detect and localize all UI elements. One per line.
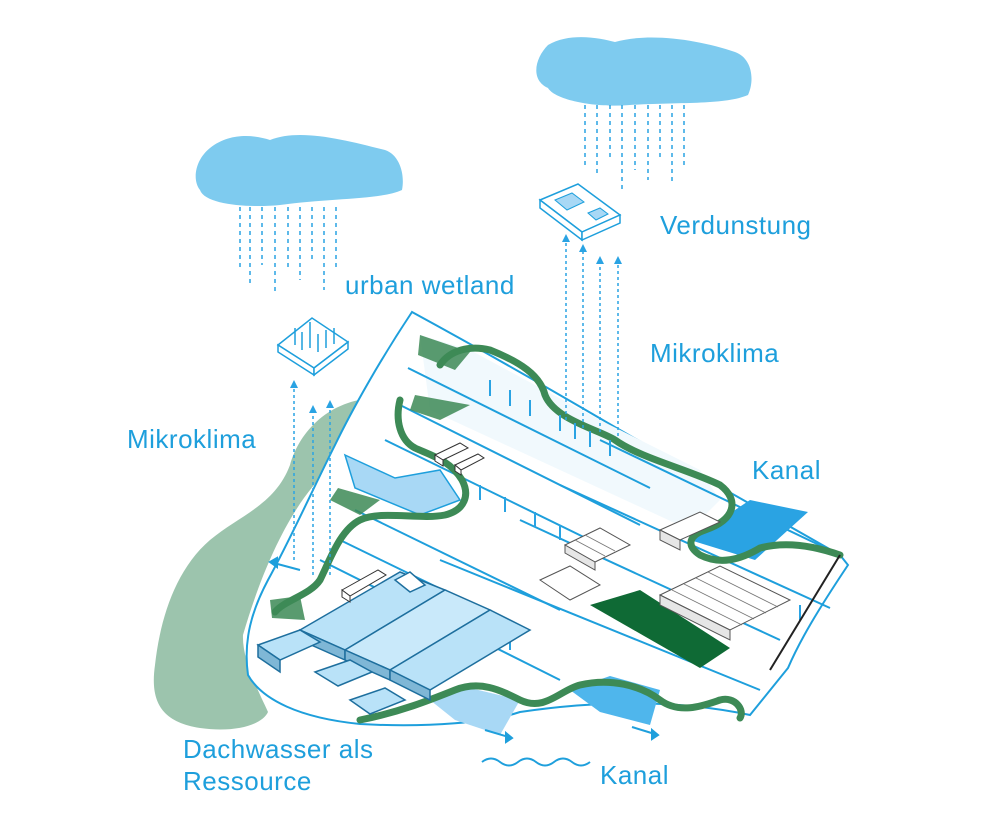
rain-right bbox=[584, 105, 685, 190]
label-dachwasser-line2: Ressource bbox=[183, 766, 312, 796]
cloud-right-icon bbox=[536, 37, 752, 106]
hall-roof-lines bbox=[574, 534, 779, 626]
arrowheads-left bbox=[290, 380, 334, 413]
wetland-box-icon bbox=[276, 317, 350, 377]
wetland-reeds bbox=[294, 322, 335, 352]
upper-field bbox=[420, 335, 720, 530]
industrial-halls bbox=[538, 511, 792, 641]
rain-left bbox=[239, 207, 337, 295]
evaporation-arrows-left bbox=[293, 385, 331, 575]
arrowheads-right bbox=[562, 234, 622, 264]
label-urban-wetland: urban wetland bbox=[345, 270, 515, 300]
site-edge-line bbox=[769, 554, 841, 671]
green-corridor-middle bbox=[271, 396, 470, 616]
green-patches bbox=[270, 335, 470, 620]
green-corridor-upper bbox=[436, 344, 844, 564]
wave-icon bbox=[481, 757, 591, 767]
evaporation-pools bbox=[554, 192, 609, 221]
street-lines bbox=[319, 367, 841, 691]
roof-buildings bbox=[256, 571, 532, 715]
vegetation-hill bbox=[153, 398, 390, 730]
green-corridor-lower bbox=[356, 678, 745, 724]
cloud-left-icon bbox=[195, 134, 403, 207]
evaporation-arrows-right bbox=[565, 240, 619, 436]
label-kanal-bottom: Kanal bbox=[600, 760, 669, 790]
label-verdunstung: Verdunstung bbox=[660, 210, 812, 240]
label-kanal-right: Kanal bbox=[752, 455, 821, 485]
label-dachwasser-line1: Dachwasser als bbox=[183, 734, 374, 764]
small-blocks bbox=[341, 442, 485, 603]
evaporation-box-icon bbox=[538, 183, 622, 242]
label-mikroklima-left: Mikroklima bbox=[127, 424, 257, 454]
canal-pond-right bbox=[690, 500, 808, 560]
flow-arrows bbox=[268, 556, 660, 744]
label-mikroklima-right: Mikroklima bbox=[650, 338, 780, 368]
dark-green-field bbox=[590, 590, 730, 668]
